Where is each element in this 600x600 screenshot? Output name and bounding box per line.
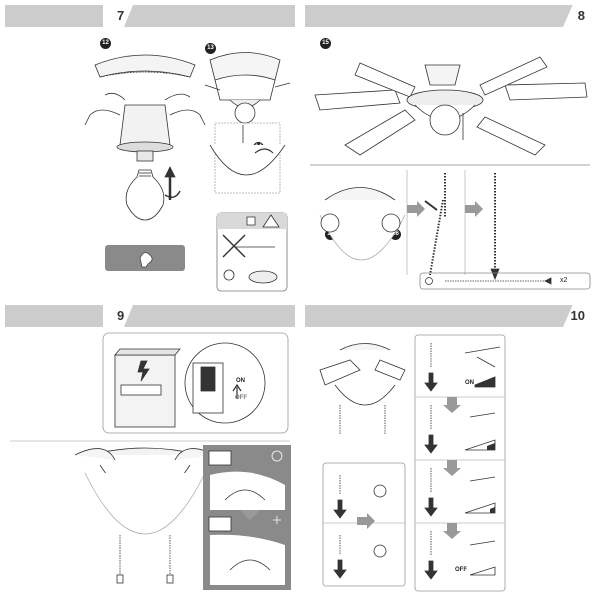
panel-header bbox=[305, 305, 595, 327]
power-switch-illustration bbox=[10, 332, 291, 590]
panel-step-9: 9 bbox=[5, 305, 295, 595]
switch-off-label: OFF bbox=[235, 395, 247, 401]
panel-step-8: 8 15 16 16 bbox=[305, 5, 595, 295]
panel-header bbox=[5, 5, 295, 27]
panel-header bbox=[305, 5, 595, 27]
quantity-label: x2 bbox=[560, 277, 568, 284]
panel-number: 8 bbox=[577, 8, 585, 23]
panel-step-7: 7 12 13 14 bbox=[5, 5, 295, 295]
panel-number: 7 bbox=[117, 8, 125, 23]
panel-number: 9 bbox=[117, 308, 125, 323]
step-badge: 13 bbox=[205, 43, 216, 54]
bulb-install-illustration bbox=[84, 52, 291, 292]
switch-on-label: ON bbox=[236, 378, 245, 384]
step-badge: 12 bbox=[100, 38, 111, 49]
speed-on-label: ON bbox=[465, 380, 474, 386]
panel-number: 10 bbox=[570, 308, 585, 323]
pull-chain-operation-illustration bbox=[319, 334, 506, 592]
panel-step-10: 10 bbox=[305, 305, 595, 595]
fan-blades-illustration bbox=[310, 56, 591, 290]
step-badge: 15 bbox=[320, 38, 331, 49]
speed-off-label: OFF bbox=[455, 567, 467, 573]
step-badge: 16 bbox=[390, 229, 401, 240]
panel-header bbox=[5, 305, 295, 327]
